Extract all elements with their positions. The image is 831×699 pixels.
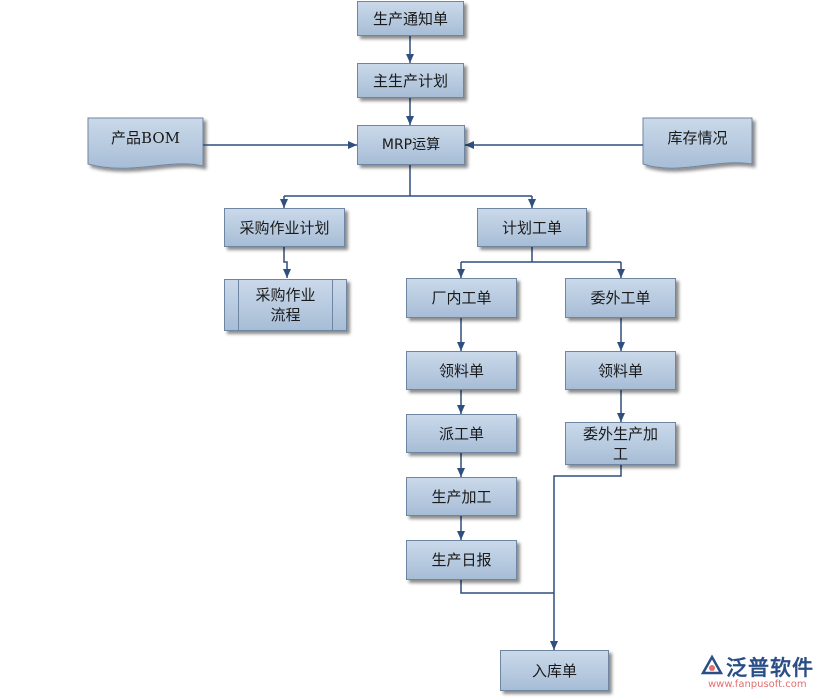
requisition-box-outsource: 领料单: [565, 351, 676, 390]
inventory-status-document: 库存情况: [667, 128, 728, 147]
daily-report-box: 生产日报: [406, 540, 517, 580]
fanpu-logo-icon: [700, 654, 724, 675]
inhouse-work-order-box: 厂内工单: [406, 278, 517, 318]
plan-work-order-box: 计划工单: [477, 208, 587, 247]
warehouse-entry-box: 入库单: [500, 650, 609, 691]
outsource-work-order-box: 委外工单: [565, 278, 676, 318]
document-shape-inventory: [642, 117, 753, 169]
production-process-box: 生产加工: [406, 477, 517, 516]
mrp-calculation-box: MRP运算: [357, 125, 465, 165]
product-bom-document: 产品BOM: [111, 128, 180, 147]
document-shape-bom: [87, 117, 204, 169]
purchase-plan-box: 采购作业计划: [224, 208, 345, 247]
fanpu-logo-name: 泛普软件: [726, 656, 814, 680]
dispatch-order-box: 派工单: [406, 414, 517, 453]
requisition-box-inhouse: 领料单: [406, 351, 517, 390]
fanpu-logo: 泛普软件 www.fanpusoft.com: [700, 652, 828, 696]
purchase-flow-box: 采购作业流程: [224, 279, 347, 331]
fanpu-logo-url: www.fanpusoft.com: [708, 679, 807, 690]
outsource-process-box: 委外生产加工: [565, 422, 676, 465]
production-notice-box: 生产通知单: [357, 1, 464, 36]
master-schedule-box: 主生产计划: [357, 63, 464, 98]
